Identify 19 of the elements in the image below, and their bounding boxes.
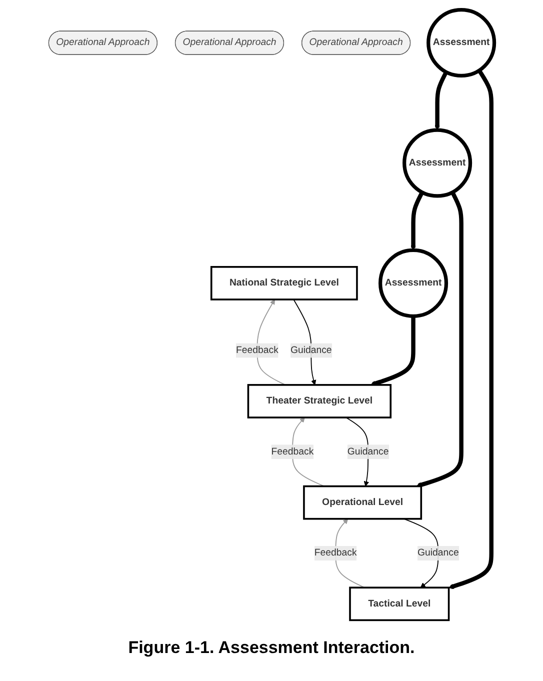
node-circle: Assessment xyxy=(402,128,472,198)
node-circle: Assessment xyxy=(378,248,448,318)
arrow xyxy=(410,191,424,250)
edge-label: Feedback xyxy=(271,446,314,457)
node-circle: Assessment xyxy=(426,8,496,78)
arrow xyxy=(370,316,416,386)
arrow xyxy=(448,69,494,590)
edge-label: Guidance xyxy=(290,345,332,356)
edge-label: Guidance xyxy=(418,548,459,558)
node-box: National Strategic Level xyxy=(210,266,358,300)
arrow xyxy=(434,71,448,130)
arrow xyxy=(416,191,464,488)
node-box: Tactical Level xyxy=(349,586,450,622)
edge-label: Feedback xyxy=(236,345,278,356)
edge-label: Guidance xyxy=(347,446,389,457)
edge-label: Feedback xyxy=(314,548,357,558)
node-box: Theater Strategic Level xyxy=(247,384,392,418)
figure-caption: Figure 1-1. Assessment Interaction. xyxy=(127,638,416,658)
node-box: Operational Level xyxy=(303,485,422,520)
